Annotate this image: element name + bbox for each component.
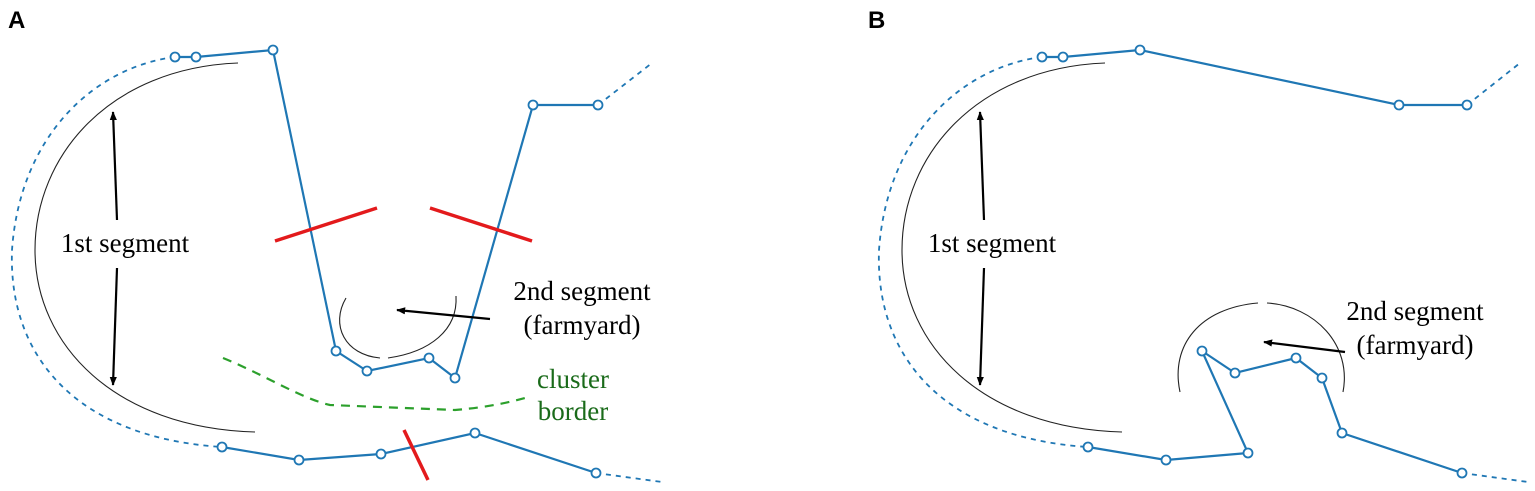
- cut-mark-right-a: [429, 206, 533, 243]
- waypoint: [1316, 372, 1328, 384]
- track-dashed-bottom-right-b: [1461, 472, 1529, 483]
- waypoint: [469, 427, 481, 439]
- second-segment-label-b-line2: (farmyard): [1357, 330, 1474, 360]
- waypoint: [1196, 345, 1208, 357]
- track-dashed-top-right-b: [1466, 62, 1521, 106]
- first-segment-arrow-up-b: [976, 111, 986, 221]
- waypoint: [592, 99, 604, 111]
- first-segment-label-b: 1st segment: [928, 228, 1057, 258]
- waypoint: [169, 51, 181, 63]
- panel-b: B 1: [868, 7, 1529, 483]
- second-segment-label-a-line1: 2nd segment: [513, 276, 651, 306]
- first-segment-arc-a: [34, 62, 256, 433]
- waypoint: [1456, 467, 1468, 479]
- waypoint: [293, 454, 305, 466]
- first-segment-arrow-down-b: [976, 267, 986, 386]
- track-upper-b: [1042, 48, 1467, 107]
- waypoint: [1134, 44, 1146, 56]
- track-dashed-top-right-a: [597, 62, 653, 106]
- first-segment-arrow-up-a: [109, 111, 119, 221]
- panel-letter-b: B: [868, 7, 885, 34]
- cut-mark-left-a: [274, 206, 378, 243]
- second-segment-arc-a: [339, 297, 381, 359]
- waypoint: [590, 467, 602, 479]
- waypoint: [330, 345, 342, 357]
- track-dashed-bottom-right-a: [595, 472, 663, 483]
- waypoint: [1160, 454, 1172, 466]
- waypoint: [1393, 99, 1405, 111]
- waypoint: [361, 365, 373, 377]
- second-segment-arrow-a: [396, 307, 491, 321]
- waypoint: [267, 44, 279, 56]
- cluster-border-label-line2: border: [538, 396, 608, 426]
- track-dashed-left-a: [11, 56, 223, 448]
- waypoint: [216, 441, 228, 453]
- waypoints-b: [1036, 44, 1473, 479]
- cut-mark-bottom-a: [402, 429, 430, 481]
- second-segment-arrow-b: [1263, 339, 1346, 354]
- cluster-border-label-line1: cluster: [537, 364, 609, 394]
- cluster-border-line-a: [222, 356, 526, 412]
- waypoint: [1461, 99, 1473, 111]
- track-lower-b: [1087, 347, 1463, 475]
- first-segment-arrow-down-a: [109, 267, 119, 386]
- waypoint: [1290, 352, 1302, 364]
- track-dashed-left-b: [878, 56, 1089, 448]
- waypoint: [1036, 51, 1048, 63]
- waypoint: [423, 352, 435, 364]
- waypoint: [1057, 51, 1069, 63]
- waypoint: [1242, 447, 1254, 459]
- second-segment-arc-b-left: [1177, 302, 1259, 393]
- waypoint: [449, 372, 461, 384]
- waypoints-a: [169, 44, 604, 479]
- first-segment-label-a: 1st segment: [61, 228, 190, 258]
- second-segment-label-b-line1: 2nd segment: [1346, 296, 1484, 326]
- waypoint: [1336, 427, 1348, 439]
- waypoint: [1229, 367, 1241, 379]
- second-segment-arc-b-right: [1266, 302, 1345, 393]
- waypoint: [190, 51, 202, 63]
- second-segment-label-a-line2: (farmyard): [524, 310, 641, 340]
- waypoint: [375, 448, 387, 460]
- panel-a: A: [8, 7, 663, 483]
- second-segment-arc-a-right: [387, 295, 457, 359]
- waypoint: [1082, 441, 1094, 453]
- first-segment-arc-b: [901, 62, 1123, 433]
- waypoint: [527, 99, 539, 111]
- panel-letter-a: A: [8, 7, 25, 34]
